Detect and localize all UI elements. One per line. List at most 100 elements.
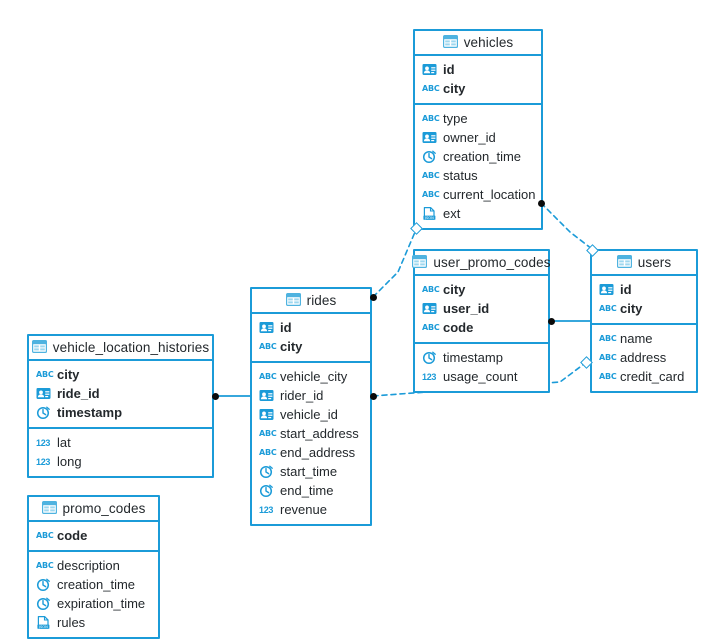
field-label: city [57,367,80,382]
field-row[interactable]: start_time [252,462,370,481]
field-label: name [620,331,653,346]
many-side-dot [547,317,555,325]
abc-icon: ABC [422,114,440,123]
table-header[interactable]: promo_codes [29,497,158,522]
field-label: code [57,528,88,543]
primary-key-row[interactable]: timestamp [29,403,212,422]
field-label: ride_id [57,386,100,401]
field-row[interactable]: timestamp [415,348,548,367]
primary-key-row[interactable]: ride_id [29,384,212,403]
key-icon [36,386,51,401]
field-row[interactable]: creation_time [415,147,541,166]
field-row[interactable]: JSON ext [415,204,541,223]
abc-icon: ABC [422,84,440,93]
field-label: lat [57,435,71,450]
field-label: address [620,350,667,365]
field-label: current_location [443,187,536,202]
field-label: rider_id [280,388,324,403]
field-label: credit_card [620,369,685,384]
field-label: expiration_time [57,596,146,611]
json-icon: JSON [36,615,51,630]
primary-key-row[interactable]: id [415,60,541,79]
clock-icon [259,464,274,479]
table-icon [41,501,57,516]
clock-icon [36,405,51,420]
field-label: creation_time [57,577,136,592]
table-title: vehicle_location_histories [52,340,210,355]
clock-icon [422,149,437,164]
primary-key-row[interactable]: id [252,318,370,337]
field-label: city [443,282,466,297]
abc-icon: ABC [422,171,440,180]
field-row[interactable]: expiration_time [29,594,158,613]
field-label: ext [443,206,461,221]
field-row[interactable]: end_time [252,481,370,500]
abc-icon: ABC [599,353,617,362]
table-header[interactable]: vehicles [415,31,541,56]
table-header[interactable]: user_promo_codes [412,251,550,276]
table-header[interactable]: users [592,251,696,276]
field-row[interactable]: creation_time [29,575,158,594]
svg-text:JSON: JSON [424,216,434,220]
clock-icon [36,577,51,592]
field-row[interactable]: rider_id [252,386,370,405]
clock-icon [422,350,437,365]
field-label: vehicle_id [280,407,338,422]
primary-key-row[interactable]: user_id [415,299,548,318]
table-title: vehicles [463,35,514,50]
table-title: promo_codes [62,501,146,516]
clock-icon [259,483,274,498]
field-row[interactable]: owner_id [415,128,541,147]
key-icon [422,130,437,145]
relationship-rides-to-vehicles[interactable] [372,231,416,298]
abc-icon: ABC [36,370,54,379]
relationship-vehicles-to-users[interactable] [540,202,593,250]
field-row[interactable]: vehicle_id [252,405,370,424]
clock-icon [36,596,51,611]
many-side-dot [369,293,377,301]
table-header[interactable]: vehicle_location_histories [29,336,212,361]
abc-icon: ABC [259,372,277,381]
field-label: timestamp [57,405,123,420]
field-label: city [443,81,466,96]
table-header[interactable]: rides [252,289,370,314]
field-label: description [57,558,120,573]
primary-key-row[interactable]: id [592,280,696,299]
table-icon [285,293,301,308]
numeric-icon: 123 [259,505,274,515]
table-title: users [637,255,672,270]
